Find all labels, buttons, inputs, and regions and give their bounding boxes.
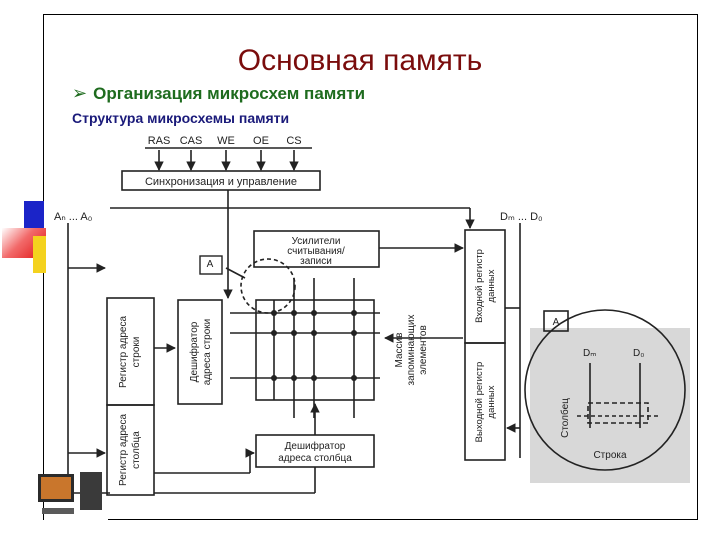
output-register-label-1: Выходной регистр bbox=[474, 362, 485, 443]
col-register-label-2: столбца bbox=[130, 431, 142, 469]
detail-marker-box bbox=[543, 310, 569, 332]
slide-frame-right bbox=[697, 14, 698, 520]
sync-block bbox=[121, 170, 321, 191]
signal-cs: CS bbox=[286, 135, 301, 147]
memory-chip-diagram: RAS CAS WE OE CS Синхронизация и управле… bbox=[50, 128, 690, 506]
marker-pointer bbox=[225, 267, 246, 279]
amplifiers-label-3: записи bbox=[300, 256, 332, 267]
detail-dm: Dₘ bbox=[583, 348, 596, 359]
amplifiers-label-1: Усилители bbox=[292, 236, 341, 247]
row-decoder-label-1: Дешифратор bbox=[188, 321, 200, 382]
signal-we: WE bbox=[217, 135, 235, 147]
output-register-label-2: данных bbox=[486, 385, 497, 418]
row-register-label-1: Регистр адреса bbox=[118, 316, 129, 388]
sync-block-label: Синхронизация и управление bbox=[145, 176, 297, 188]
col-decoder-label-1: Дешифратор bbox=[285, 440, 346, 452]
address-label: Aₙ ... A₀ bbox=[54, 211, 92, 223]
detail-marker-text: A bbox=[553, 317, 560, 328]
slide-frame-bottom bbox=[108, 519, 698, 520]
signal-cas: CAS bbox=[180, 135, 203, 147]
detail-row-label: Строка bbox=[593, 450, 627, 461]
output-register-box bbox=[464, 342, 506, 461]
diagram-caption: Структура микросхемы памяти bbox=[72, 110, 290, 126]
input-register-label-1: Входной регистр bbox=[474, 249, 485, 323]
input-register-label-2: данных bbox=[486, 269, 497, 302]
array-box bbox=[255, 299, 375, 401]
row-decoder-label-2: адреса строки bbox=[202, 319, 213, 386]
input-register-box bbox=[464, 229, 506, 344]
detail-d0: D₀ bbox=[633, 348, 644, 359]
row-register-label-2: строки bbox=[131, 337, 142, 368]
slide-subtitle: Организация микросхем памяти bbox=[93, 83, 366, 103]
computer-icon bbox=[36, 468, 106, 520]
marker-box bbox=[199, 255, 223, 275]
col-decoder-label-2: адреса столбца bbox=[278, 452, 352, 464]
col-register-label-1: Регистр адреса bbox=[118, 414, 129, 486]
detail-marker-label: A bbox=[207, 259, 214, 270]
signal-ras: RAS bbox=[148, 135, 171, 147]
array-label-1: Массив bbox=[394, 333, 405, 368]
subtitle-row: ➢ Организация микросхем памяти bbox=[72, 83, 365, 104]
arrow-bullet-icon: ➢ bbox=[72, 83, 88, 104]
decor-yellow-square bbox=[33, 236, 46, 273]
array-label-2: запоминающих bbox=[406, 315, 417, 386]
array-label-3: элементов bbox=[418, 325, 429, 375]
slide-title: Основная память bbox=[237, 44, 483, 77]
data-label: Dₘ ... D₀ bbox=[500, 211, 543, 223]
detail-circle bbox=[524, 309, 686, 471]
amplifiers-label-2: считывания/ bbox=[287, 246, 345, 257]
signal-oe: OE bbox=[253, 135, 269, 147]
row-decoder-box bbox=[177, 299, 223, 405]
highlight-circle bbox=[240, 258, 296, 314]
detail-background bbox=[530, 328, 690, 483]
amplifiers-box bbox=[253, 230, 380, 268]
slide-frame-top bbox=[43, 14, 698, 15]
col-register-box bbox=[106, 404, 155, 496]
detail-column-label: Столбец bbox=[559, 398, 571, 438]
array-nodes bbox=[271, 310, 357, 381]
